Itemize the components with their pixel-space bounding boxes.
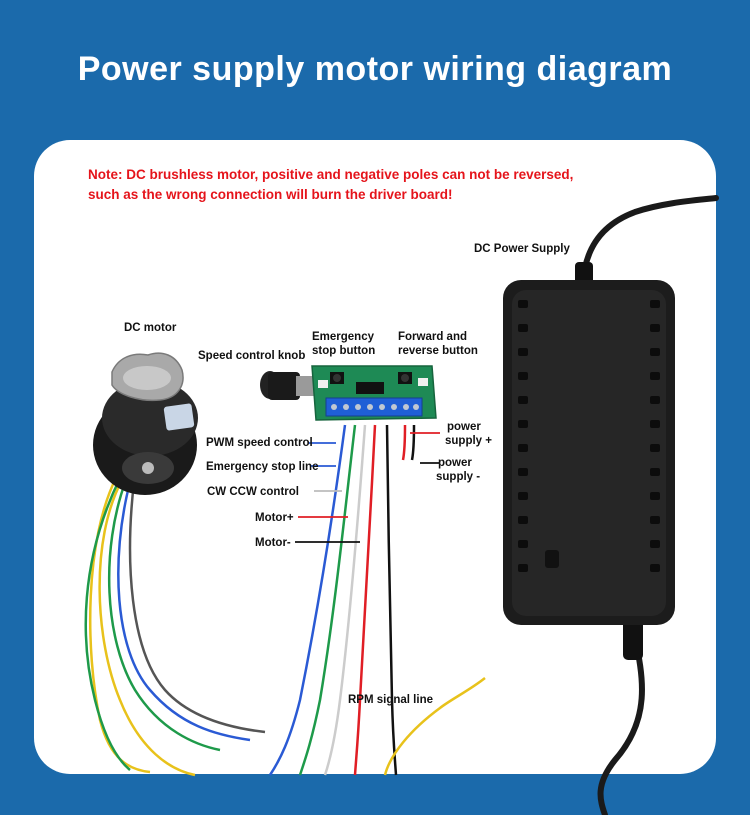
label-dc-motor: DC motor bbox=[124, 322, 177, 334]
label-motor-plus: Motor+ bbox=[255, 512, 294, 524]
label-emergency-stop-line: Emergency stop line bbox=[206, 461, 319, 473]
label-cw-ccw-control: CW CCW control bbox=[207, 486, 299, 498]
label-emergency-stop-button: Emergency stop button bbox=[312, 330, 375, 358]
controller-board bbox=[311, 365, 437, 421]
speed-knob bbox=[260, 371, 316, 400]
warning-note-line-2: such as the wrong connection will burn t… bbox=[88, 187, 453, 202]
power-cable-strain-relief-bottom bbox=[623, 615, 643, 660]
label-pointers bbox=[295, 432, 440, 543]
label-speed-control-knob: Speed control knob bbox=[198, 350, 306, 362]
warning-note: Note: DC brushless motor, positive and n… bbox=[88, 165, 573, 205]
controller-wire-bundle bbox=[268, 424, 416, 776]
label-dc-power-supply: DC Power Supply bbox=[474, 243, 570, 255]
label-emergency-stop-line-2: stop button bbox=[312, 345, 376, 357]
power-cable-top bbox=[580, 195, 719, 286]
power-cable-bottom bbox=[597, 627, 645, 815]
label-power-supply-plus: power supply + bbox=[445, 420, 492, 448]
page-title: Power supply motor wiring diagram bbox=[77, 50, 673, 88]
label-power-minus-line-2: supply - bbox=[436, 471, 481, 483]
dc-motor bbox=[93, 352, 198, 495]
label-forward-reverse-line-2: reverse button bbox=[398, 345, 478, 357]
power-supply-brick bbox=[503, 280, 675, 625]
label-power-plus-line-1: power bbox=[447, 421, 481, 433]
label-emergency-stop-line-1: Emergency bbox=[312, 331, 375, 343]
label-pwm-speed-control: PWM speed control bbox=[206, 437, 313, 449]
label-forward-reverse-button: Forward and reverse button bbox=[398, 330, 478, 358]
label-power-minus-line-1: power bbox=[438, 457, 472, 469]
rpm-signal-wire bbox=[383, 677, 486, 776]
label-power-supply-minus: power supply - bbox=[436, 456, 480, 484]
label-rpm-signal-line: RPM signal line bbox=[348, 694, 433, 706]
label-power-plus-line-2: supply + bbox=[445, 435, 492, 447]
warning-note-line-1: Note: DC brushless motor, positive and n… bbox=[88, 167, 574, 182]
motor-wire-bundle bbox=[84, 477, 266, 777]
label-motor-minus: Motor- bbox=[255, 537, 291, 549]
label-forward-reverse-line-1: Forward and bbox=[398, 331, 468, 343]
